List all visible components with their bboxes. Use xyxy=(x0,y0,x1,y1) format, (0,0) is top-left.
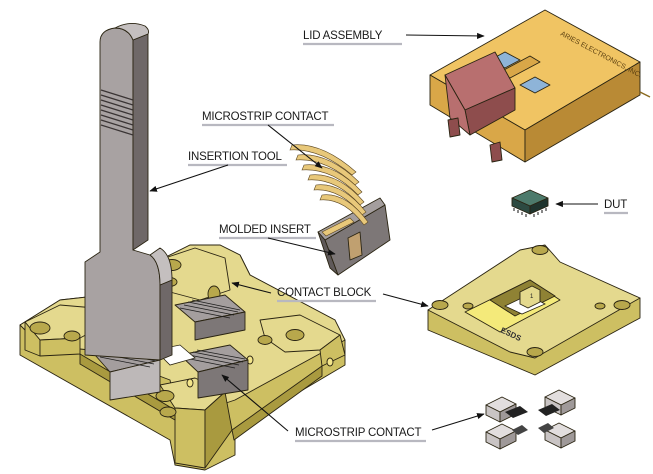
callout-insertion-tool: INSERTION TOOL xyxy=(149,151,287,192)
insertion-tool-part xyxy=(84,23,173,361)
callout-microstrip-contact-top: MICROSTRIP CONTACT xyxy=(202,111,334,169)
callout-dut: DUT xyxy=(555,199,628,215)
callout-contact-block: CONTACT BLOCK xyxy=(231,281,429,308)
label-microstrip-contact-bottom: MICROSTRIP CONTACT xyxy=(295,427,421,439)
pin1-mark: 1 xyxy=(530,294,534,300)
lid-assembly-part: ARIES ELECTRONICS, INC. xyxy=(429,9,651,163)
molded-insert-part xyxy=(289,144,391,276)
contact-block-part: 1 ESDS xyxy=(427,244,641,376)
label-molded-insert: MOLDED INSERT xyxy=(219,224,311,236)
label-insertion-tool: INSERTION TOOL xyxy=(188,151,283,163)
label-contact-block: CONTACT BLOCK xyxy=(277,287,372,299)
callout-microstrip-contact-bottom: MICROSTRIP CONTACT xyxy=(221,374,485,443)
callout-lid-assembly: LID ASSEMBLY xyxy=(303,30,485,46)
loose-contacts-part xyxy=(485,389,576,450)
label-lid-assembly: LID ASSEMBLY xyxy=(303,30,383,42)
callout-molded-insert: MOLDED INSERT xyxy=(219,224,336,256)
label-dut: DUT xyxy=(604,199,627,211)
label-microstrip-contact-top: MICROSTRIP CONTACT xyxy=(202,111,328,123)
dut-part xyxy=(511,189,549,217)
